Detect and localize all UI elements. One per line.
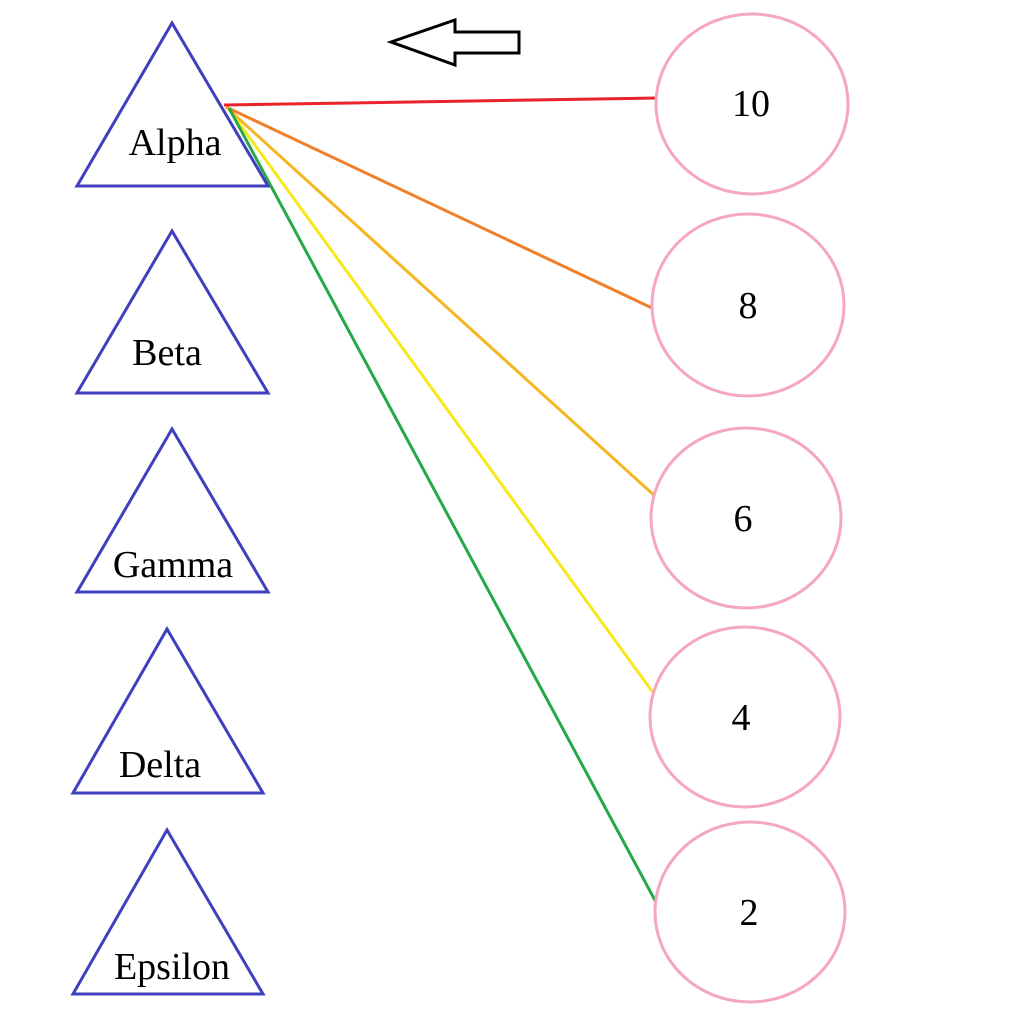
triangle-shape	[74, 228, 271, 395]
triangle-label: Epsilon	[114, 946, 230, 988]
connection-alpha-8	[225, 105, 653, 310]
triangle-column: Alpha Beta Gamma Delta Epsilon	[70, 20, 271, 996]
connection-lines	[223, 96, 659, 905]
triangle-alpha: Alpha	[74, 20, 271, 188]
circle-label: 6	[734, 498, 753, 540]
triangle-label: Alpha	[129, 122, 222, 164]
triangle-epsilon: Epsilon	[70, 827, 266, 996]
circle-label: 8	[739, 285, 758, 327]
circle-8: 8	[650, 212, 846, 398]
circle-shape	[649, 426, 843, 610]
left-arrow-icon	[386, 17, 521, 68]
circle-label: 4	[732, 697, 751, 739]
circle-label: 2	[740, 892, 759, 934]
triangle-label: Beta	[132, 332, 202, 374]
connection-alpha-10	[223, 96, 657, 107]
circle-shape	[650, 212, 846, 398]
circle-4: 4	[648, 625, 842, 809]
triangle-shape	[74, 426, 271, 594]
circle-10: 10	[654, 12, 850, 196]
triangle-shape	[70, 626, 266, 795]
triangle-shape	[70, 827, 266, 996]
circle-shape	[653, 820, 847, 1004]
triangle-gamma: Gamma	[74, 426, 271, 594]
connection-alpha-2	[227, 107, 659, 905]
circle-column: 10 8 6 4 2	[648, 12, 850, 1004]
circle-shape	[648, 625, 842, 809]
triangle-beta: Beta	[74, 228, 271, 395]
connection-alpha-4	[226, 107, 656, 695]
triangle-label: Gamma	[113, 544, 233, 586]
circle-6: 6	[649, 426, 843, 610]
triangle-delta: Delta	[70, 626, 266, 795]
triangle-label: Delta	[119, 744, 201, 786]
circle-2: 2	[653, 820, 847, 1004]
circle-shape	[654, 12, 850, 196]
triangle-shape	[74, 20, 271, 188]
circle-label: 10	[732, 83, 770, 125]
connection-alpha-6	[225, 106, 658, 499]
